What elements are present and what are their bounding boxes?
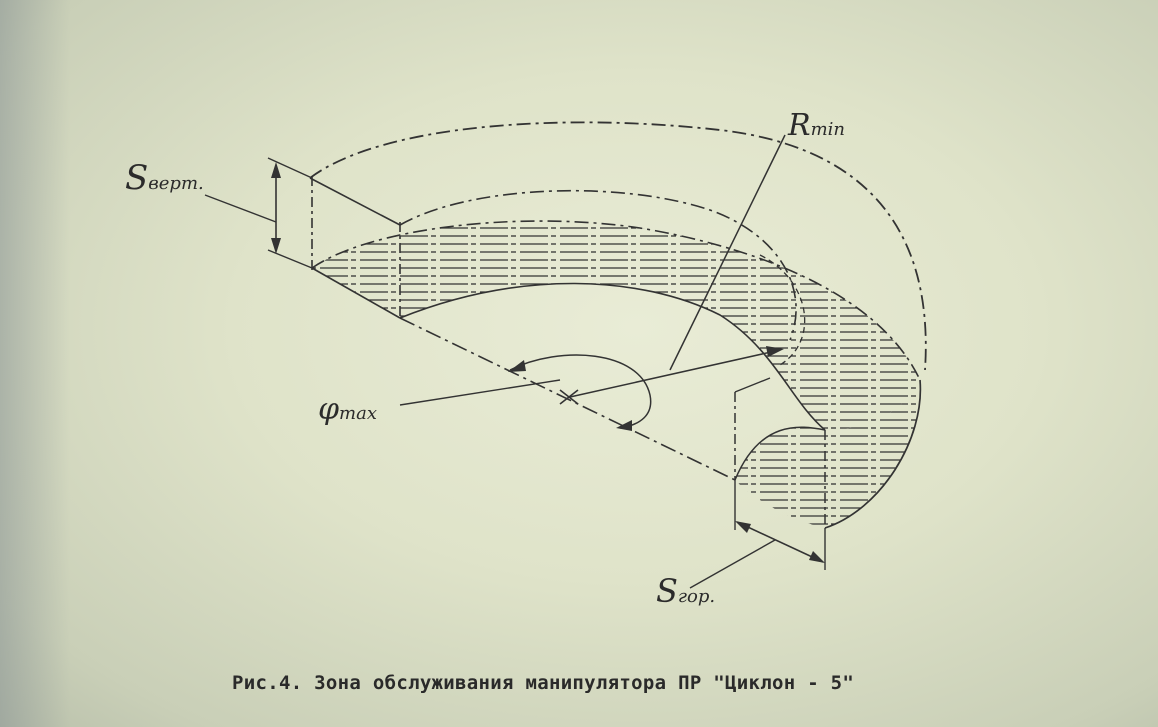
s-hor-sub: гор. (677, 586, 716, 607)
s-vert-leader (204, 194, 277, 223)
s-hor-leader (689, 539, 776, 589)
phi-max-main: φ (318, 392, 340, 427)
r-min-main: R (788, 108, 811, 143)
left-edge-bottom (311, 267, 401, 319)
phi-max-sub: max (339, 403, 377, 424)
phi-max-arrow-2 (616, 420, 632, 431)
phi-max-label: φmax (318, 392, 377, 427)
r-min-leader (669, 134, 786, 371)
phi-max-arrow-1 (508, 360, 526, 372)
s-hor-label: Sгор. (656, 572, 715, 610)
s-hor-arrow-left (735, 521, 751, 533)
right-top-edge (734, 377, 771, 393)
r-min-arrow (766, 346, 784, 357)
hatched-top-surface (312, 221, 920, 430)
left-edge-top (309, 177, 401, 226)
outer-upper-arc (309, 121, 927, 371)
centre-mark-2 (559, 389, 579, 405)
figure-caption: Рис.4. Зона обслуживания манипулятора ПР… (232, 672, 855, 694)
s-vert-label: Sверт. (125, 158, 204, 198)
s-vert-sub: верт. (148, 173, 204, 194)
s-vert-arrow-up (271, 162, 281, 178)
phi-max-leader (399, 379, 561, 406)
s-vert-ext-top (267, 157, 313, 179)
r-min-radius (569, 349, 781, 398)
outer-lower-arc (824, 379, 922, 529)
r-min-label: Rmin (788, 108, 845, 143)
phi-max-arc (509, 354, 652, 429)
r-min-sub: min (810, 119, 846, 140)
inner-lower-arc (399, 282, 826, 431)
s-vert-main: S (125, 158, 149, 198)
s-vert-ext-bottom (267, 249, 313, 269)
hatched-side-surface (735, 380, 921, 528)
s-hor-dim-line (736, 521, 824, 563)
s-hor-main: S (656, 572, 678, 610)
mid-dashed-arc (759, 254, 806, 366)
inner-side-curve (734, 426, 826, 481)
s-hor-arrow-right (809, 551, 825, 563)
top-surface-outline (311, 220, 921, 381)
s-vert-arrow-down (271, 238, 281, 254)
